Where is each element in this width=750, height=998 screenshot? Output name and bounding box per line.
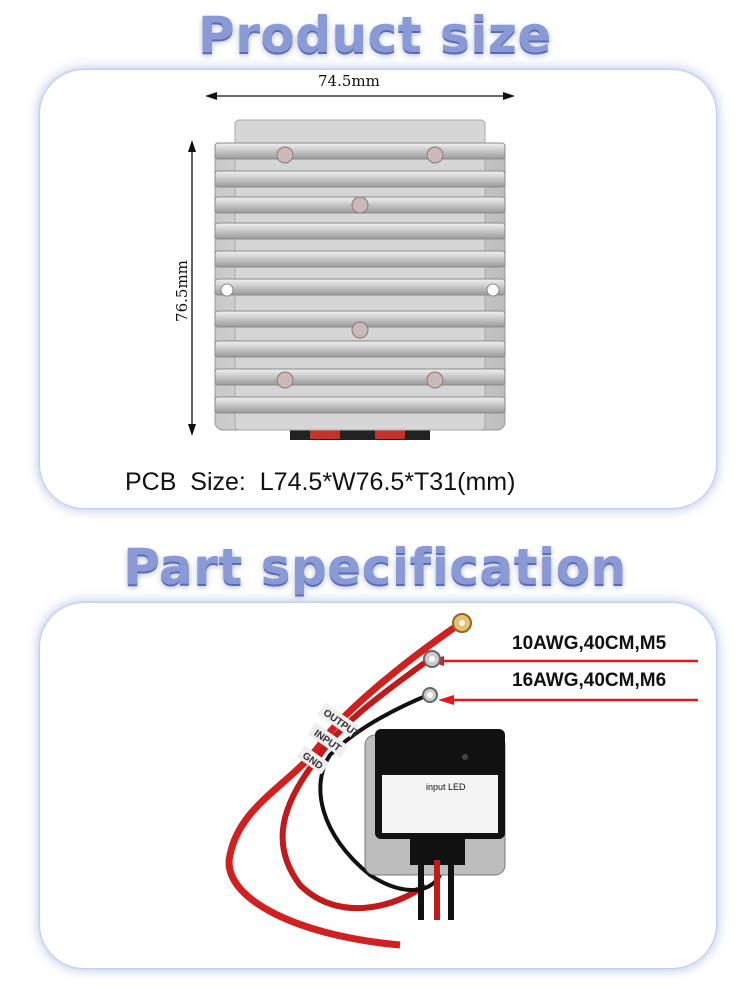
height-dimension-arrow: [188, 140, 196, 436]
heatsink-product-image: [214, 119, 506, 440]
height-label: 76.5mm: [173, 260, 191, 322]
width-label: 74.5mm: [318, 72, 380, 90]
width-dimension-arrow: [205, 92, 515, 100]
pcb-size-text: PCB Size: L74.5*W76.5*T31(mm): [125, 468, 516, 496]
spec-label-2: 16AWG,40CM,M6: [512, 670, 667, 691]
spec-label-1: 10AWG,40CM,M5: [512, 633, 667, 654]
converter-with-cables-image: OUTPUT INPUT GND input LED: [225, 613, 698, 949]
led-label: input LED: [426, 782, 466, 792]
section-title-part-specification: Part specification: [123, 538, 627, 596]
section-title-product-size: Product size: [198, 6, 552, 64]
